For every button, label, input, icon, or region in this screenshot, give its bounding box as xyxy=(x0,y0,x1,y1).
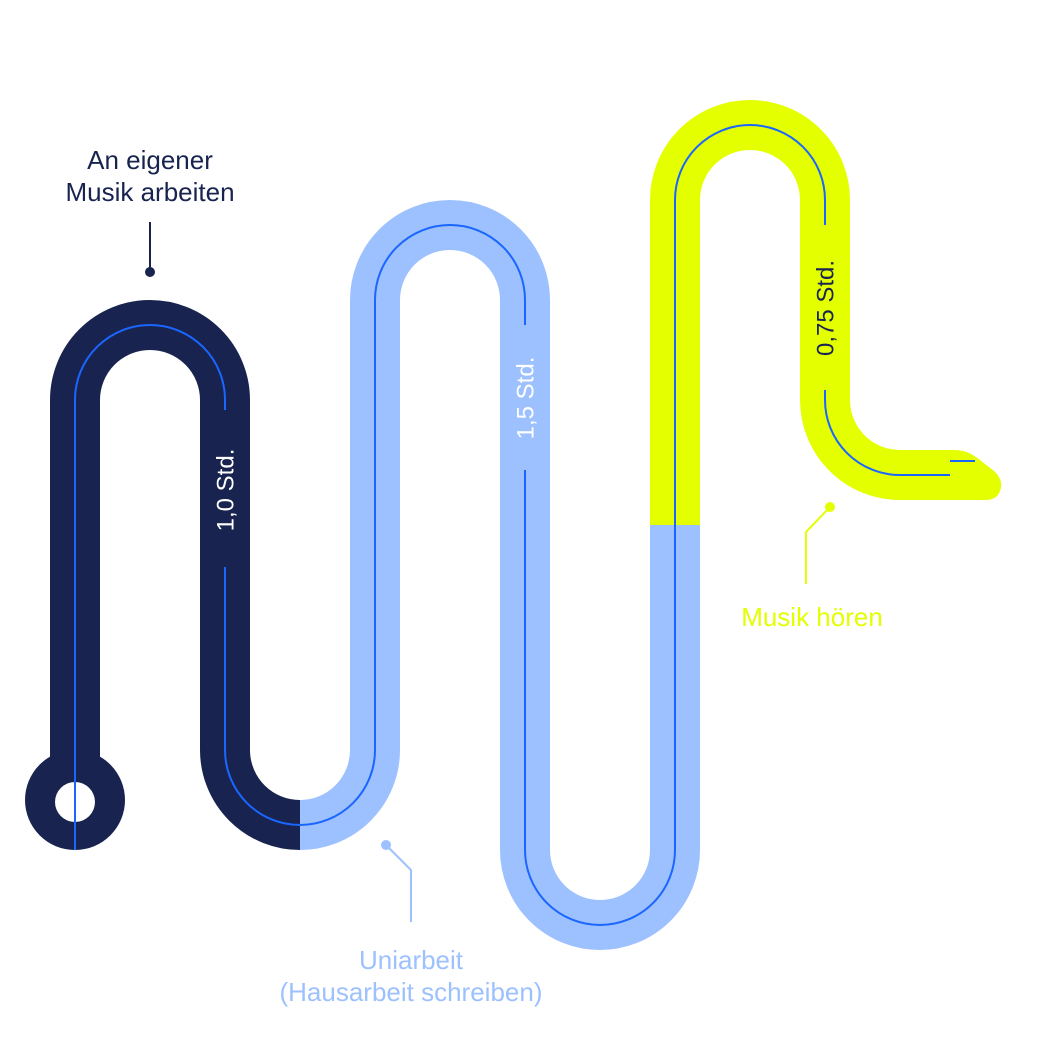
label-uniarbeit-line2: (Hausarbeit schreiben) xyxy=(279,977,542,1007)
segment-eigene-musik xyxy=(50,300,302,850)
label-eigene-musik-line2: Musik arbeiten xyxy=(65,177,234,207)
segment-uniarbeit xyxy=(298,200,700,950)
centerline xyxy=(74,124,975,926)
duration-uniarbeit: 1,5 Std. xyxy=(513,357,540,440)
callout-line-musik-hoeren xyxy=(805,506,831,584)
segment-end-arrow xyxy=(900,450,1002,500)
callout-line-uniarbeit xyxy=(385,844,412,922)
callout-dot-eigene-musik xyxy=(145,267,155,277)
label-musik-hoeren: Musik hören xyxy=(741,602,883,632)
duration-eigene-musik: 1,0 Std. xyxy=(213,449,240,532)
label-eigene-musik-line1: An eigener xyxy=(87,145,213,175)
label-uniarbeit-line1: Uniarbeit xyxy=(359,945,464,975)
duration-musik-hoeren: 0,75 Std. xyxy=(813,260,840,356)
segment-musik-hoeren xyxy=(650,100,910,525)
